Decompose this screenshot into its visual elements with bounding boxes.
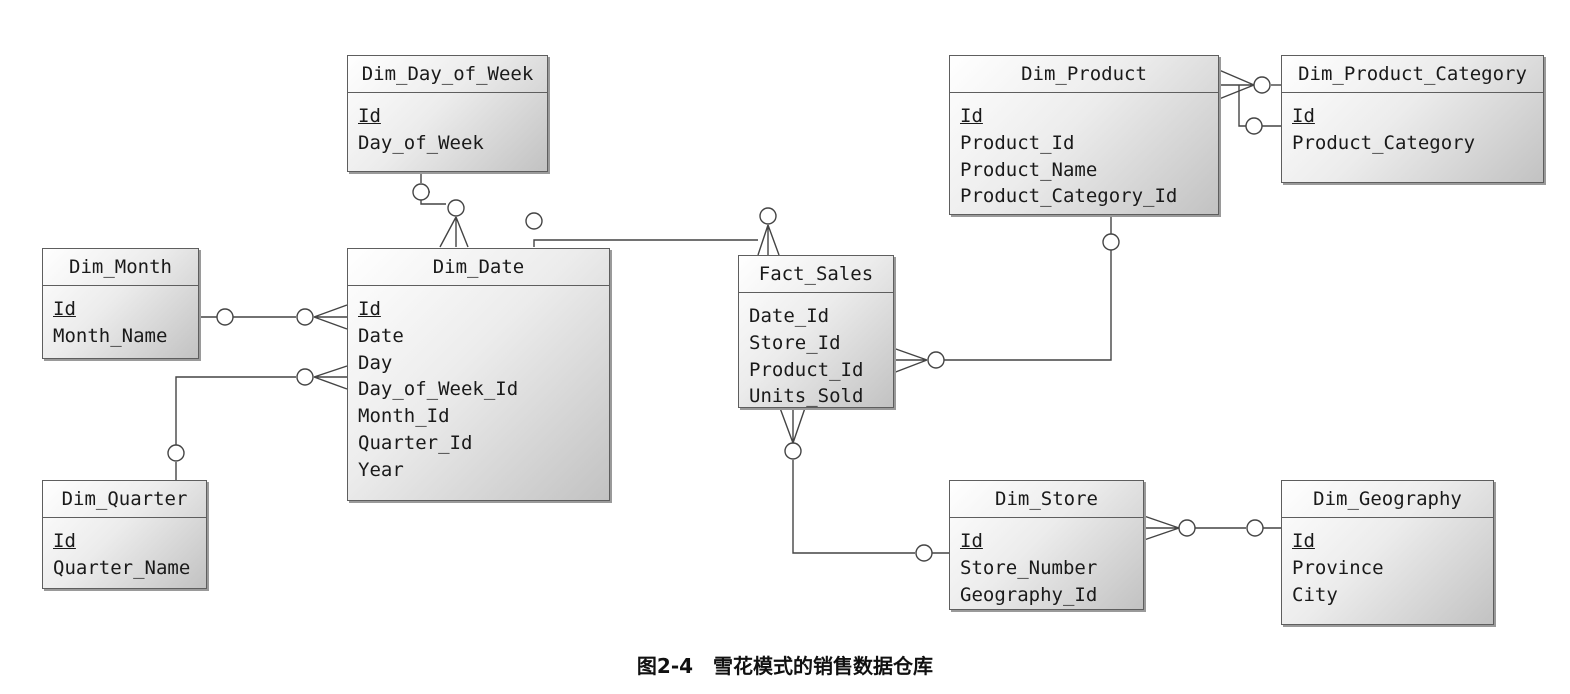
entity-dim-month[interactable]: Dim_Month Id Month_Name xyxy=(42,248,199,359)
rel-day-of-week-date xyxy=(412,172,469,248)
entity-fields: Id Product_Category xyxy=(1282,93,1543,157)
field-month-name: Month_Name xyxy=(53,324,168,347)
field-date-id: Date_Id xyxy=(749,305,830,327)
figure-caption: 图2-4 雪花模式的销售数据仓库 xyxy=(636,654,934,678)
field-product-name: Product_Name xyxy=(960,158,1098,181)
field-product-category-id: Product_Category_Id xyxy=(960,185,1178,208)
rel-month-date xyxy=(199,304,348,330)
field-id: Id xyxy=(960,105,983,127)
entity-title: Dim_Day_of_Week xyxy=(348,56,547,93)
entity-title: Dim_Product_Category xyxy=(1282,56,1543,93)
field-quarter-id: Quarter_Id xyxy=(358,431,473,454)
entity-dim-product-category[interactable]: Dim_Product_Category Id Product_Category xyxy=(1281,55,1544,183)
entity-fields: Id Product_Id Product_Name Product_Categ… xyxy=(950,93,1218,210)
field-quarter-name: Quarter_Name xyxy=(53,556,191,579)
field-id: Id xyxy=(1292,530,1315,552)
rel-quarter-date xyxy=(167,365,348,480)
entity-fields: Id Quarter_Name xyxy=(43,518,206,582)
entity-dim-quarter[interactable]: Dim_Quarter Id Quarter_Name xyxy=(42,480,207,589)
field-day: Day xyxy=(358,351,393,374)
entity-fields: Id Store_Number Geography_Id xyxy=(950,518,1143,608)
field-id: Id xyxy=(960,530,983,552)
field-product-id: Product_Id xyxy=(960,131,1075,154)
rel-product-fact xyxy=(892,215,1120,374)
entity-title: Fact_Sales xyxy=(739,256,893,293)
entity-title: Dim_Geography xyxy=(1282,481,1493,518)
rel-fact-store xyxy=(779,407,949,562)
field-id: Id xyxy=(358,298,381,320)
field-date: Date xyxy=(358,324,404,347)
entity-fields: Id Province City xyxy=(1282,518,1493,608)
field-id: Id xyxy=(53,298,76,320)
field-id: Id xyxy=(1292,105,1315,127)
field-city: City xyxy=(1292,583,1338,606)
field-day-of-week-id: Day_of_Week_Id xyxy=(358,378,519,401)
entity-fields: Id Date Day Day_of_Week_Id Month_Id Quar… xyxy=(348,286,609,484)
rel-geography-store xyxy=(1143,515,1281,541)
entity-title: Dim_Store xyxy=(950,481,1143,518)
field-id: Id xyxy=(358,105,381,127)
entity-dim-geography[interactable]: Dim_Geography Id Province City xyxy=(1281,480,1494,625)
entity-fields: Id Day_of_Week xyxy=(348,93,547,157)
entity-dim-store[interactable]: Dim_Store Id Store_Number Geography_Id xyxy=(949,480,1144,610)
field-year: Year xyxy=(358,458,404,481)
rel-date-fact xyxy=(525,207,780,256)
entity-dim-date[interactable]: Dim_Date Id Date Day Day_of_Week_Id Mont… xyxy=(347,248,610,501)
entity-title: Dim_Date xyxy=(348,249,609,286)
entity-fact-sales[interactable]: Fact_Sales Date_Id Store_Id Product_Id U… xyxy=(738,255,894,408)
field-product-category: Product_Category xyxy=(1292,131,1476,154)
rel-category-product xyxy=(1218,69,1281,135)
field-store-number: Store_Number xyxy=(960,556,1098,579)
field-geography-id: Geography_Id xyxy=(960,583,1098,606)
entity-title: Dim_Product xyxy=(950,56,1218,93)
field-product-id: Product_Id xyxy=(749,358,864,381)
entity-title: Dim_Quarter xyxy=(43,481,206,518)
entity-dim-product[interactable]: Dim_Product Id Product_Id Product_Name P… xyxy=(949,55,1219,215)
field-day-of-week: Day_of_Week xyxy=(358,131,484,154)
entity-fields: Date_Id Store_Id Product_Id Units_Sold xyxy=(739,293,893,410)
entity-fields: Id Month_Name xyxy=(43,286,198,350)
field-province: Province xyxy=(1292,556,1384,579)
field-id: Id xyxy=(53,530,76,552)
entity-dim-day-of-week[interactable]: Dim_Day_of_Week Id Day_of_Week xyxy=(347,55,548,172)
field-store-id: Store_Id xyxy=(749,331,841,354)
entity-title: Dim_Month xyxy=(43,249,198,286)
field-month-id: Month_Id xyxy=(358,405,450,428)
field-units-sold: Units_Sold xyxy=(749,385,864,408)
